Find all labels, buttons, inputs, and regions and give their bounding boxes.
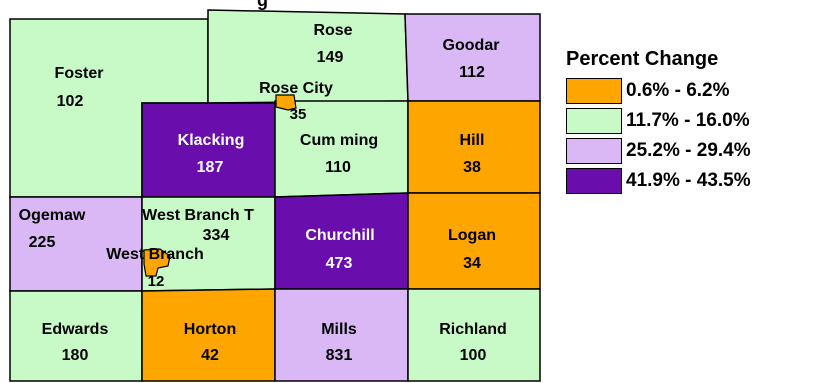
label-churchill-name: Churchill [305, 227, 374, 244]
label-foster-value: 102 [57, 93, 84, 110]
label-west-branch-t-value: 334 [203, 227, 230, 244]
label-logan-value: 34 [463, 255, 481, 272]
legend-label: 41.9% - 43.5% [626, 170, 751, 191]
legend-item: 25.2% - 29.4% [566, 136, 751, 166]
label-cumming-name: Cum ming [300, 132, 378, 149]
legend: Percent Change 0.6% - 6.2% 11.7% - 16.0%… [566, 48, 751, 196]
label-rose-city-name: Rose City [259, 80, 333, 97]
label-edwards-value: 180 [62, 347, 89, 364]
label-horton-value: 42 [201, 347, 219, 364]
legend-item: 0.6% - 6.2% [566, 76, 751, 106]
label-klacking-value: 187 [197, 159, 224, 176]
label-foster-name: Foster [55, 65, 104, 82]
region-richland [407, 288, 541, 382]
label-rose-city-value: 35 [290, 106, 307, 123]
region-goodar [404, 13, 541, 102]
legend-item: 11.7% - 16.0% [566, 106, 751, 136]
label-ogemaw-value: 225 [29, 234, 56, 251]
region-west-branch [143, 248, 171, 277]
legend-label: 25.2% - 29.4% [626, 140, 751, 161]
label-goodar-name: Goodar [443, 37, 500, 54]
legend-swatch [566, 168, 622, 194]
label-ogemaw-name: Ogemaw [19, 207, 86, 224]
label-richland-name: Richland [439, 321, 507, 338]
legend-label: 11.7% - 16.0% [626, 110, 750, 131]
label-goodar-value: 112 [459, 64, 485, 81]
label-mills-name: Mills [321, 321, 357, 338]
label-rose-value: 149 [317, 49, 344, 66]
legend-item: 41.9% - 43.5% [566, 166, 751, 196]
label-edwards-name: Edwards [42, 321, 109, 338]
title-fragment: g [257, 0, 268, 10]
label-churchill-value: 473 [326, 255, 353, 272]
label-hill-name: Hill [460, 132, 485, 149]
label-rose-name: Rose [313, 22, 352, 39]
legend-swatch [566, 138, 622, 164]
label-mills-value: 831 [326, 347, 353, 364]
label-west-branch-name: West Branch [106, 246, 204, 263]
region-rose-city [275, 94, 297, 111]
label-richland-value: 100 [460, 347, 487, 364]
legend-title: Percent Change [566, 48, 719, 70]
legend-swatch [566, 108, 622, 134]
label-west-branch-t-name: West Branch T [142, 207, 254, 224]
label-logan-name: Logan [448, 227, 496, 244]
legend-label: 0.6% - 6.2% [626, 80, 730, 101]
township-map: g Foster 102 Rose 149 Goodar 112 Rose Ci… [9, 0, 541, 382]
label-horton-name: Horton [184, 321, 236, 338]
legend-swatch [566, 78, 622, 104]
label-cumming-value: 110 [325, 159, 351, 176]
region-klacking [141, 102, 276, 198]
label-hill-value: 38 [463, 159, 481, 176]
label-west-branch-value: 12 [148, 273, 165, 290]
label-klacking-name: Klacking [178, 132, 245, 149]
